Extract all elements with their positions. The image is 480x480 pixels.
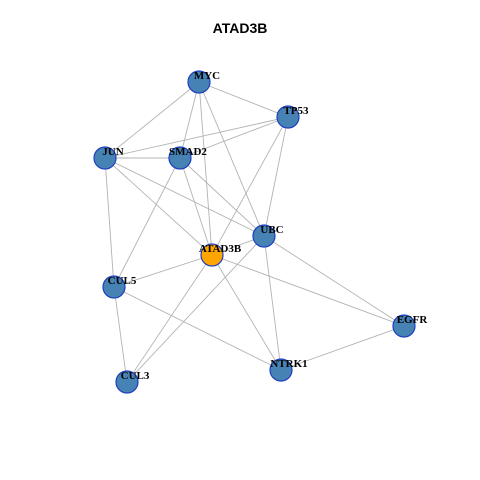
node-jun[interactable]: JUN: [93, 146, 124, 170]
node-smad2[interactable]: SMAD2: [168, 146, 207, 170]
node-cul3[interactable]: CUL3: [115, 370, 150, 394]
edge-tp53-smad2: [179, 116, 289, 159]
node-label: MYC: [194, 70, 220, 82]
node-circle[interactable]: [168, 146, 192, 170]
node-label: CUL3: [121, 370, 150, 382]
edge-myc-ubc: [198, 81, 265, 237]
node-myc[interactable]: MYC: [187, 70, 220, 94]
node-label: NTRK1: [270, 358, 307, 370]
edge-egfr-ntrk1: [280, 325, 405, 371]
node-circle[interactable]: [269, 358, 293, 382]
edge-smad2-cul5: [113, 157, 181, 288]
edge-atad3b-cul3: [126, 254, 213, 383]
node-ubc[interactable]: UBC: [252, 224, 284, 248]
edge-myc-atad3b: [198, 81, 213, 256]
node-circle[interactable]: [115, 370, 139, 394]
edge-myc-jun: [104, 81, 200, 159]
node-egfr[interactable]: EGFR: [392, 314, 429, 338]
edge-atad3b-ntrk1: [211, 254, 282, 371]
edge-jun-ubc: [104, 157, 265, 237]
node-tp53[interactable]: TP53: [276, 105, 309, 129]
edge-smad2-ubc: [179, 157, 265, 237]
node-label: UBC: [260, 224, 283, 236]
node-circle[interactable]: [93, 146, 117, 170]
edge-tp53-jun: [104, 116, 289, 159]
edge-layer: [104, 81, 405, 383]
edge-ubc-ntrk1: [263, 235, 282, 371]
node-atad3b[interactable]: ATAD3B: [199, 243, 242, 267]
node-ntrk1[interactable]: NTRK1: [269, 358, 308, 382]
edge-smad2-atad3b: [179, 157, 213, 256]
node-circle[interactable]: [200, 243, 224, 267]
node-label: ATAD3B: [199, 243, 242, 255]
edge-cul5-ntrk1: [113, 286, 282, 371]
edge-jun-cul5: [104, 157, 115, 288]
node-label: SMAD2: [169, 146, 207, 158]
node-circle[interactable]: [252, 224, 276, 248]
edge-jun-atad3b: [104, 157, 213, 256]
edge-atad3b-egfr: [211, 254, 405, 327]
node-circle[interactable]: [187, 70, 211, 94]
node-circle[interactable]: [392, 314, 416, 338]
edge-tp53-atad3b: [211, 116, 289, 256]
edge-myc-smad2: [179, 81, 200, 159]
node-label: EGFR: [397, 314, 429, 326]
node-label: CUL5: [108, 275, 137, 287]
node-label: JUN: [102, 146, 123, 158]
node-circle[interactable]: [102, 275, 126, 299]
node-cul5[interactable]: CUL5: [102, 275, 137, 299]
edge-atad3b-cul5: [113, 254, 213, 288]
edge-ubc-cul3: [126, 235, 265, 383]
graph-title: ATAD3B: [212, 20, 268, 36]
node-circle[interactable]: [276, 105, 300, 129]
edge-cul5-cul3: [113, 286, 128, 383]
node-label: TP53: [283, 105, 309, 117]
edge-ubc-egfr: [263, 235, 405, 327]
edge-myc-tp53: [198, 81, 289, 118]
edge-tp53-ubc: [263, 116, 289, 237]
